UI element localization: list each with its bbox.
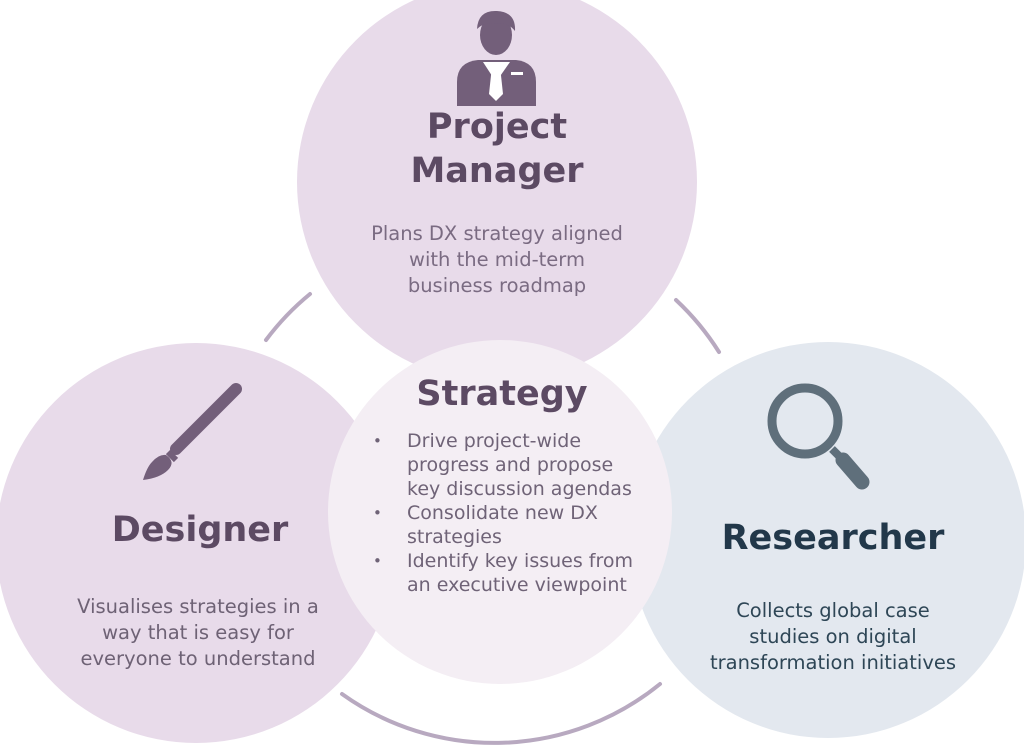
strategy-circle — [328, 340, 672, 684]
designer-title: Designer — [111, 510, 289, 550]
paintbrush-icon — [143, 383, 242, 480]
ring-arc-left — [264, 292, 312, 342]
businessman-icon — [457, 10, 536, 106]
strategy-bullet: • Identify key issues from an executive v… — [371, 549, 641, 597]
strategy-bullet: • Consolidate new DX strategies — [371, 501, 641, 549]
ring-arc-bottom — [340, 682, 662, 745]
project-manager-description: Plans DX strategy aligned with the mid-t… — [371, 222, 623, 297]
designer-description: Visualises strategies in a way that is e… — [77, 595, 319, 670]
researcher-circle — [630, 342, 1024, 738]
designer-circle — [0, 343, 396, 743]
strategy-bullet-list: • Drive project-wide progress and propose… — [371, 429, 641, 597]
strategy-bullet: • Drive project-wide progress and propose… — [371, 429, 641, 501]
bullet-icon: • — [373, 552, 382, 570]
bullet-icon: • — [373, 432, 382, 450]
strategy-bullet-text: Consolidate new DX strategies — [407, 502, 598, 548]
ring-arc-right — [674, 298, 721, 354]
researcher-description: Collects global case studies on digital … — [709, 599, 957, 674]
bullet-icon: • — [373, 504, 382, 522]
magnifier-icon — [767, 383, 870, 490]
strategy-bullet-text: Identify key issues from an executive vi… — [407, 550, 634, 596]
connecting-ring — [264, 292, 721, 745]
strategy-title: Strategy — [416, 374, 588, 414]
strategy-bullet-text: Drive project-wide progress and propose … — [407, 430, 632, 500]
project-manager-circle — [297, 0, 697, 382]
project-manager-title: Project Manager — [410, 107, 584, 191]
researcher-title: Researcher — [721, 518, 945, 558]
